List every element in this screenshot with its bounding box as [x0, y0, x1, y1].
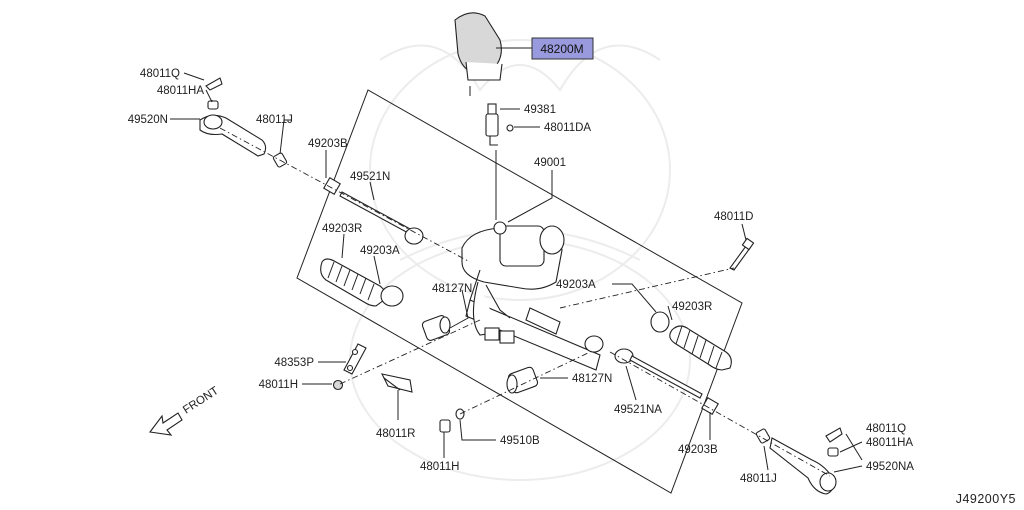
part-label[interactable]: 49203B — [678, 444, 718, 456]
steering-gear-assembly — [461, 150, 604, 371]
tie-rod-end-left — [199, 77, 267, 157]
leader-lines — [170, 72, 863, 473]
axis-line-mount-upper — [339, 319, 481, 385]
axis-line-right — [609, 351, 831, 477]
part-label[interactable]: 48127N — [572, 373, 612, 385]
shaft-49381 — [485, 103, 514, 146]
part-label[interactable]: 48011Q — [140, 68, 180, 80]
part-label[interactable]: 48011HA — [866, 437, 913, 449]
part-label[interactable]: 49203A — [360, 245, 400, 257]
boot-right — [650, 311, 732, 371]
part-label[interactable]: 48353P — [274, 357, 314, 369]
part-label[interactable]: 48011HA — [157, 85, 204, 97]
part-label[interactable]: 48127N — [432, 283, 472, 295]
part-label[interactable]: 49203B — [308, 138, 348, 150]
column-cover-48200M — [454, 12, 503, 96]
part-label[interactable]: 49001 — [534, 157, 566, 169]
bushing-48127N-lower — [506, 366, 539, 394]
axis-line-mount-lower — [459, 351, 591, 415]
part-label[interactable]: 48011H — [259, 379, 298, 391]
part-label[interactable]: 48011J — [740, 473, 777, 485]
nut-48011H-bottom — [439, 419, 451, 433]
part-label[interactable]: 48011H — [420, 461, 459, 473]
front-arrow: FRONT — [149, 385, 221, 436]
boot-left — [320, 258, 404, 307]
part-label[interactable]: 49203R — [322, 223, 362, 235]
part-label[interactable]: 49521NA — [614, 404, 662, 416]
jam-nut-right — [755, 428, 771, 444]
diagram-code: J49200Y5 — [956, 492, 1016, 506]
highlight-48200M[interactable]: 48200M — [496, 37, 594, 60]
bolt-48011D — [729, 237, 755, 271]
front-label: FRONT — [181, 385, 221, 417]
part-label[interactable]: 48011R — [376, 428, 415, 440]
part-label[interactable]: 49381 — [524, 104, 556, 116]
tie-rod-end-right — [769, 427, 843, 495]
part-label[interactable]: 49520NA — [866, 461, 914, 473]
part-label[interactable]: 48011Q — [866, 423, 906, 435]
part-label[interactable]: 48011D — [714, 211, 753, 223]
part-label[interactable]: 49203R — [672, 301, 712, 313]
bracket-48353P — [332, 343, 367, 391]
part-label[interactable]: 49203A — [556, 279, 596, 291]
part-label[interactable]: 49521N — [350, 171, 390, 183]
highlight-box — [531, 37, 594, 60]
inner-tie-rod-right — [614, 348, 719, 415]
part-label-48200M[interactable]: 48200M — [540, 42, 583, 56]
part-label[interactable]: 48011J — [256, 114, 293, 126]
part-label[interactable]: 49510B — [500, 435, 540, 447]
part-label[interactable]: 48011DA — [544, 122, 591, 134]
assembly-frame — [296, 89, 743, 494]
part-label[interactable]: 49520N — [128, 114, 168, 126]
axis-line-bolt — [559, 267, 735, 309]
bushing-48127N-upper — [421, 315, 451, 341]
clamp-48011R — [380, 373, 413, 393]
part-labels: 48011Q 48011HA 49520N 48011J 49203B 4952… — [128, 68, 915, 485]
